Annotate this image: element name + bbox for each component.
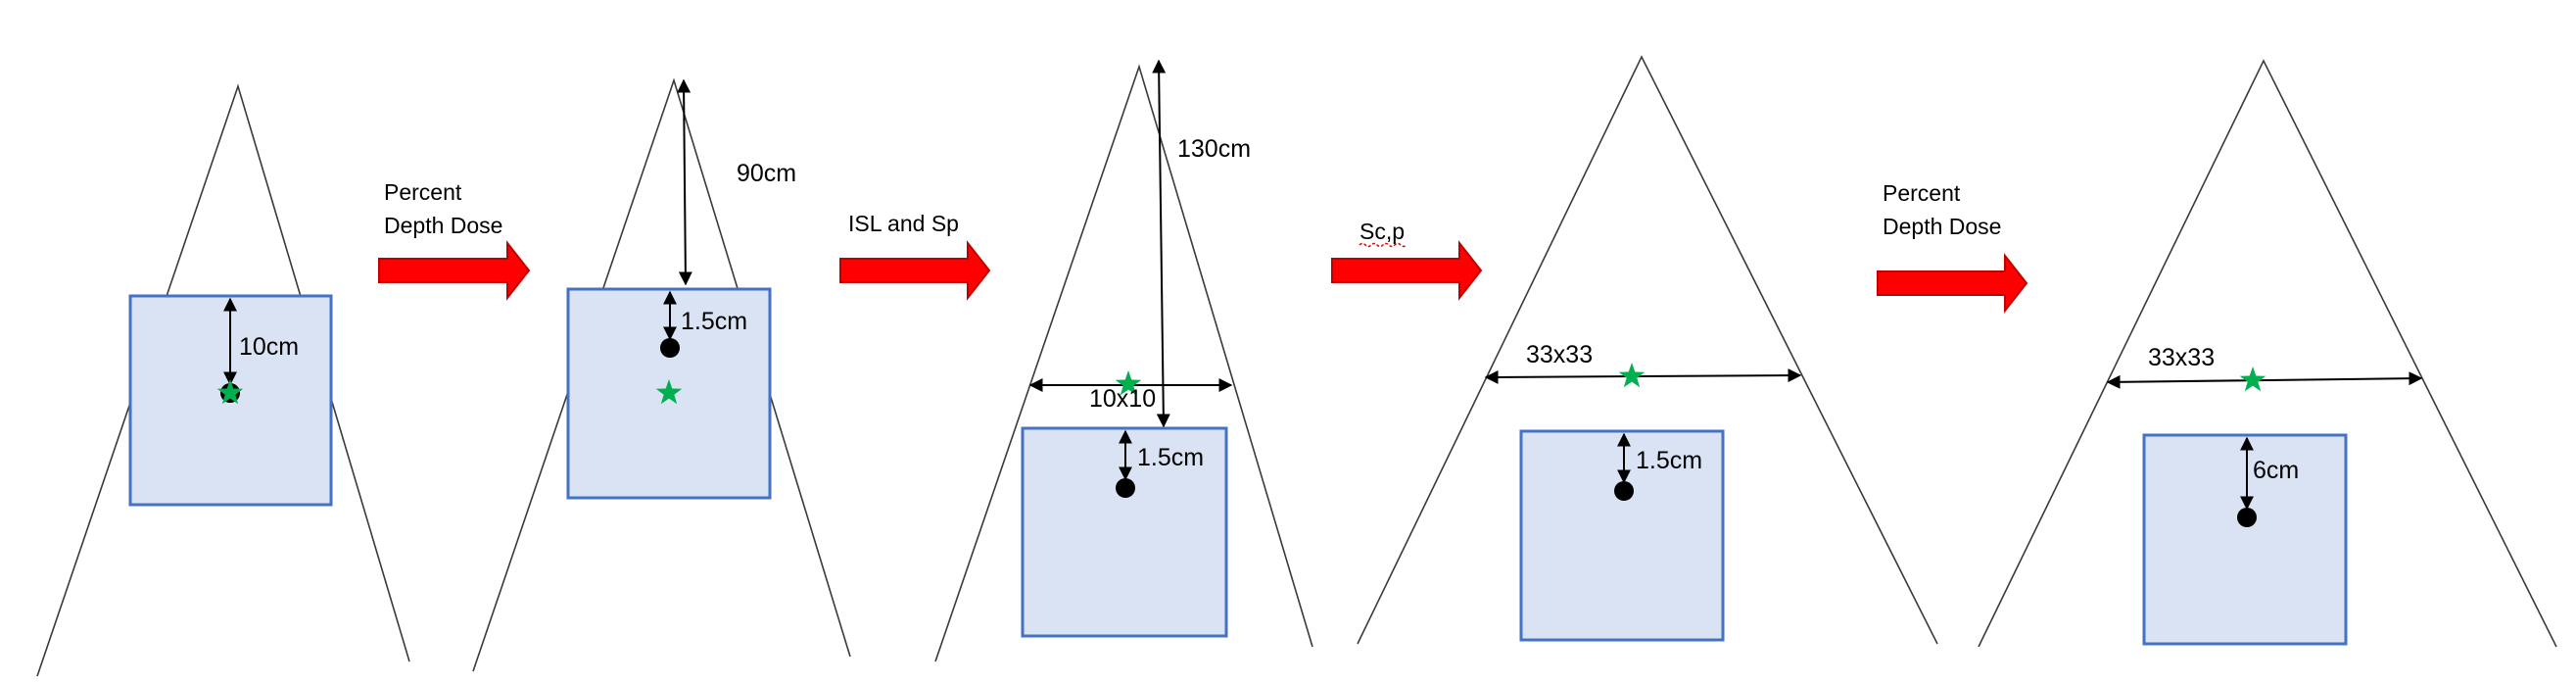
distance-label: 130cm — [1177, 135, 1251, 163]
distance-label: 90cm — [737, 160, 796, 187]
panel-5: 33x33 6cm — [1978, 59, 2557, 648]
transition-label-line2: Depth Dose — [1883, 214, 2001, 239]
panel-1: 10cm — [36, 83, 410, 677]
red-block-arrow-icon — [1877, 253, 2028, 314]
measurement-point — [660, 338, 680, 358]
source-distance-arrow — [677, 78, 692, 286]
red-block-arrow-icon — [839, 240, 991, 301]
transition-label-line1: Percent — [384, 179, 462, 205]
transition-label-line1: ISL and Sp — [848, 211, 959, 236]
transition-4: Percent Depth Dose — [1877, 180, 2028, 314]
transition-1: Percent Depth Dose — [378, 179, 531, 301]
beam-divergence-lines — [1357, 55, 1938, 645]
red-block-arrow-icon — [1331, 240, 1483, 301]
depth-label: 6cm — [2253, 457, 2299, 484]
panel-3: 130cm 10x10 1.5cm — [934, 59, 1313, 662]
transition-3: Sc,p — [1331, 219, 1483, 301]
beam-divergence-lines — [1978, 59, 2557, 648]
water-phantom — [1021, 426, 1228, 638]
reference-star-icon — [655, 379, 683, 405]
red-block-arrow-icon — [378, 240, 531, 301]
transition-label-line2: Depth Dose — [384, 213, 502, 238]
depth-label: 1.5cm — [681, 308, 747, 335]
field-size-label: 33x33 — [1526, 341, 1593, 368]
water-phantom — [2142, 433, 2348, 646]
reference-star-icon — [216, 379, 244, 405]
measurement-point — [1614, 481, 1634, 501]
panel-4: 33x33 1.5cm — [1357, 55, 1938, 645]
field-size-arrow — [1484, 368, 1802, 384]
depth-label: 1.5cm — [1137, 444, 1204, 471]
reference-star-icon — [1115, 370, 1142, 396]
beam-divergence-lines — [934, 64, 1313, 662]
beam-divergence-lines — [472, 77, 851, 672]
beam-divergence-lines — [36, 83, 410, 677]
depth-label: 10cm — [239, 333, 299, 361]
transition-2: ISL and Sp — [839, 211, 991, 301]
transition-label-line1: Percent — [1883, 180, 1961, 206]
measurement-point — [1116, 478, 1135, 498]
reference-star-icon — [1618, 363, 1646, 388]
depth-label: 1.5cm — [1636, 447, 1702, 474]
source-distance-arrow — [1152, 59, 1170, 428]
field-size-arrow — [2106, 371, 2423, 389]
field-size-label: 33x33 — [2148, 344, 2215, 371]
transition-label-line1: Sc,p — [1360, 219, 1405, 244]
measurement-point — [2237, 508, 2257, 527]
reference-star-icon — [2239, 367, 2266, 392]
field-size-label: 10x10 — [1089, 385, 1156, 413]
spellcheck-underline — [1359, 242, 1407, 248]
panel-2: 90cm 1.5cm — [472, 77, 851, 672]
